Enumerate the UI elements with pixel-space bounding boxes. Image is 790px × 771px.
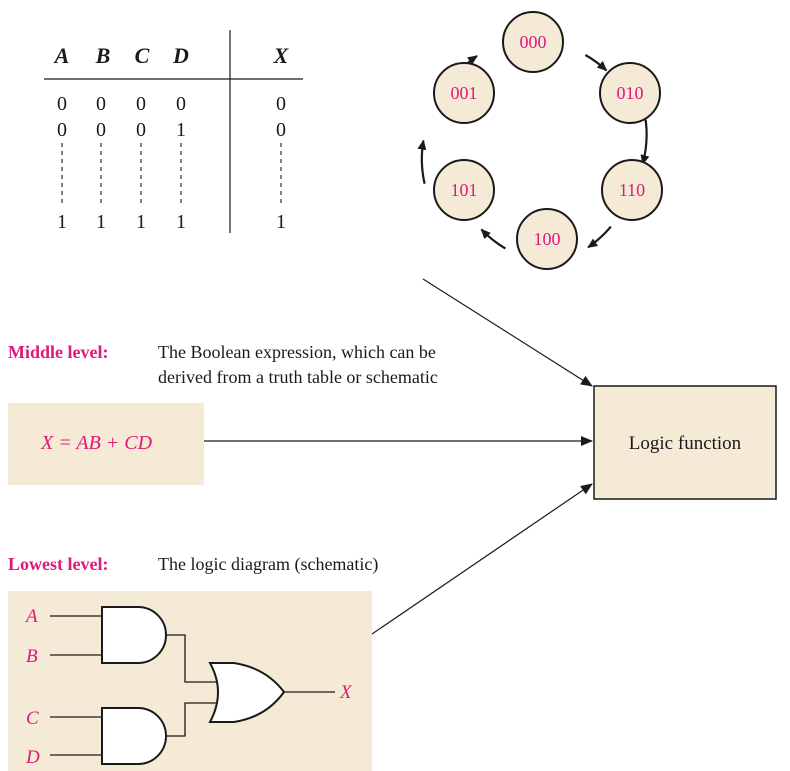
table-cell: 0 [96, 93, 106, 115]
middle-level-description-line1: The Boolean expression, which can be [158, 342, 436, 362]
table-cell: 1 [276, 211, 286, 233]
table-cell: 0 [276, 119, 286, 141]
table-cell: 0 [276, 93, 286, 115]
table-cell: 0 [176, 93, 186, 115]
table-cell: 0 [96, 119, 106, 141]
expression-panel [8, 403, 204, 485]
table-cell: 0 [57, 119, 67, 141]
state-label: 100 [534, 229, 561, 249]
state-label: 101 [451, 180, 478, 200]
state-transition-arrow [417, 139, 427, 184]
truth-table-header-d: D [172, 43, 189, 68]
table-cell: 0 [57, 93, 67, 115]
state-node-001: 001 [433, 62, 495, 124]
truth-table-header-x: X [273, 43, 290, 68]
truth-table-header-b: B [95, 43, 111, 68]
state-diagram: 000 010 110 100 101 001 [417, 11, 663, 270]
state-label: 010 [617, 83, 644, 103]
table-cell: 1 [176, 119, 186, 141]
lowest-level-label: Lowest level: [8, 554, 108, 574]
state-transition-arrow [584, 54, 608, 72]
arrow-schematic-to-logic-function [371, 483, 593, 635]
table-cell: 1 [96, 211, 106, 233]
state-transition-arrow [480, 228, 506, 250]
state-transition-arrow [640, 119, 650, 166]
boolean-expression: X = AB + CD [40, 432, 153, 454]
state-node-101: 101 [433, 159, 495, 221]
input-label-c: C [26, 708, 39, 729]
middle-level-section: Middle level: The Boolean expression, wh… [8, 342, 438, 485]
input-label-a: A [24, 606, 38, 627]
middle-level-description-line2: derived from a truth table or schematic [158, 367, 438, 387]
or-gate-icon [208, 662, 286, 723]
state-node-010: 010 [599, 62, 661, 124]
lowest-level-section: Lowest level: The logic diagram (schemat… [8, 554, 378, 771]
state-label: 001 [451, 83, 478, 103]
table-cell: 1 [176, 211, 186, 233]
input-label-d: D [25, 747, 40, 768]
table-cell: 0 [136, 119, 146, 141]
schematic-panel [8, 591, 372, 771]
logic-function-label: Logic function [629, 433, 742, 454]
state-label: 110 [619, 180, 645, 200]
truth-table-header-a: A [53, 43, 70, 68]
output-label-x: X [339, 682, 353, 703]
state-node-100: 100 [516, 208, 578, 270]
table-cell: 1 [136, 211, 146, 233]
state-node-000: 000 [502, 11, 564, 73]
table-cell: 1 [57, 211, 67, 233]
middle-level-label: Middle level: [8, 342, 108, 362]
state-label: 000 [520, 32, 547, 52]
state-transition-arrow [587, 225, 612, 249]
arrow-state-diagram-to-logic-function [422, 278, 593, 387]
wire-and1-to-or [166, 634, 218, 683]
truth-table-header-c: C [135, 43, 150, 68]
and-gate-icon [101, 606, 167, 664]
logic-function-box: Logic function [593, 385, 777, 500]
truth-table: A B C D X 0 0 0 0 0 0 0 0 1 0 1 1 1 1 1 [44, 30, 303, 233]
table-cell: 0 [136, 93, 146, 115]
input-label-b: B [26, 646, 38, 667]
and-gate-icon [101, 707, 167, 765]
wire-and2-to-or [166, 702, 218, 737]
lowest-level-description: The logic diagram (schematic) [158, 554, 378, 575]
state-node-110: 110 [601, 159, 663, 221]
